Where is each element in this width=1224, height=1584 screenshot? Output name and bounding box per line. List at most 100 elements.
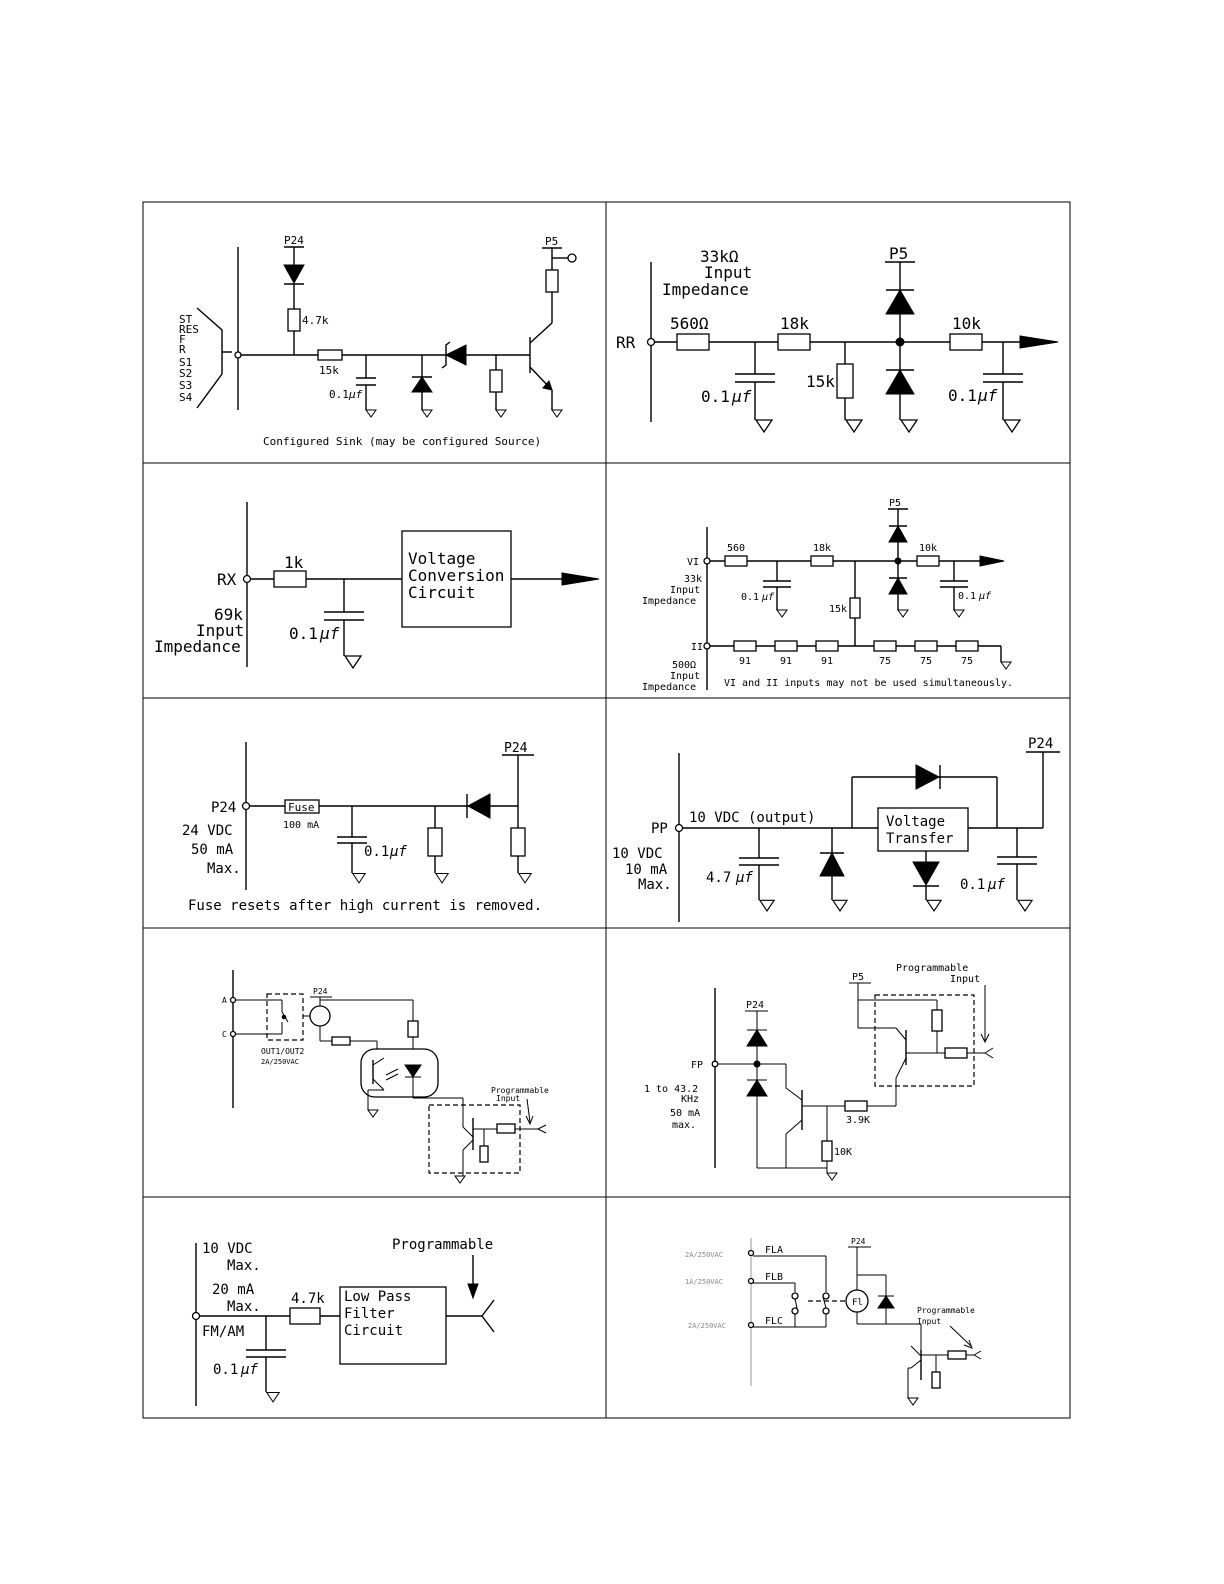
resistor-icon	[407, 1020, 419, 1038]
panel-pp-output: PP 10 VDC (output) 10 VDC 10 mA Max. 4.7…	[612, 736, 1060, 922]
ground-icon	[421, 409, 433, 418]
led-icon	[404, 1064, 422, 1078]
ii-impedance-label: Impedance	[642, 682, 696, 693]
resistor-icon	[510, 827, 526, 857]
block-line1: Voltage	[886, 814, 945, 830]
panel4-note: VI and II inputs may not be used simulta…	[724, 678, 1013, 689]
vi-impedance-input: Input	[670, 585, 700, 596]
r1-label: 1k	[284, 553, 304, 572]
impedance-input: Input	[196, 621, 244, 640]
output-arrow-icon	[979, 555, 1005, 567]
panel5-caption: Fuse resets after high current is remove…	[188, 898, 542, 914]
spec-max: max.	[672, 1120, 696, 1131]
spec-max-1: Max.	[227, 1258, 261, 1274]
optocoupler-box	[360, 1048, 439, 1098]
terminal-pp: PP	[651, 821, 668, 837]
terminal-flc: FLC	[765, 1316, 783, 1327]
cap1-unit: μf	[731, 387, 752, 406]
spec-current: 20 mA	[212, 1282, 255, 1298]
ground-icon	[1017, 899, 1033, 912]
spec-voltage: 10 VDC	[612, 846, 663, 862]
resistor-icon	[777, 333, 811, 351]
panel-fp-output: FP 1 to 43.2 KHz 50 mA max. P24 3.9K 10K…	[644, 963, 994, 1181]
terminal-a: A	[222, 996, 227, 1005]
r2-label: 10K	[834, 1147, 852, 1158]
input-res: RES	[179, 323, 199, 336]
spec-current: 10 mA	[625, 862, 668, 878]
prog-label: Programmable	[392, 1237, 493, 1253]
ground-icon	[266, 1391, 280, 1403]
panel-rr-input: RR 33kΩ Input Impedance 560Ω 0.1 μf 18k …	[616, 244, 1059, 433]
supply-p5: P5	[889, 498, 901, 509]
ground-icon	[926, 899, 942, 912]
ground-icon	[832, 899, 848, 912]
terminal-flb: FLB	[765, 1272, 783, 1283]
diode-icon	[888, 576, 908, 595]
diode-icon	[283, 264, 305, 285]
r3-label: 15k	[806, 372, 835, 391]
resistor-icon	[836, 363, 854, 399]
relay-box	[266, 993, 304, 1041]
resistor-icon	[273, 570, 307, 588]
resistor-icon	[914, 640, 938, 652]
panel-sink-inputs: ST RES F R S1 S2 S3 S4 P24 4.7k 15k 0.1 …	[179, 234, 577, 448]
resistor-icon	[427, 827, 443, 857]
chain-r5: 75	[920, 656, 932, 667]
terminal-fm-am: FM/AM	[202, 1324, 244, 1340]
panel-grid	[142, 201, 1071, 1419]
spec-max: Max.	[638, 877, 672, 893]
resistor-icon	[944, 1047, 968, 1059]
resistor-icon	[774, 640, 798, 652]
spec-current: 50 mA	[670, 1108, 700, 1119]
programmable-input-box	[428, 1104, 521, 1174]
panel-fm-am-output: 10 VDC Max. 20 mA Max. FM/AM 4.7k 0.1 μf…	[191, 1237, 495, 1406]
supply-p24: P24	[851, 1237, 866, 1246]
resistor-icon	[947, 1350, 967, 1360]
prog-input-label: Input	[950, 974, 980, 985]
panel-fault-relay: 2A/250VAC 1A/250VAC 2A/250VAC FLA FLB FL…	[685, 1237, 982, 1406]
spec-current: 50 mA	[191, 842, 234, 858]
ground-icon	[518, 872, 532, 884]
impedance-label: Impedance	[154, 637, 241, 656]
cap1-unit: μf	[761, 592, 775, 603]
voltage-transfer-block	[877, 807, 969, 852]
cap2-value: 0.1	[960, 877, 985, 893]
resistor-icon	[955, 640, 979, 652]
diode-icon	[466, 793, 491, 819]
block-line2: Conversion	[408, 566, 504, 585]
fla-rating: 2A/250VAC	[685, 1251, 723, 1259]
ground-icon	[826, 1172, 838, 1181]
diode-icon	[915, 764, 941, 790]
ground-icon	[551, 409, 563, 418]
spec-max: Max.	[207, 861, 241, 877]
chain-r4: 75	[879, 656, 891, 667]
ground-icon	[365, 409, 377, 418]
impedance-value: 33kΩ	[700, 247, 739, 266]
terminal-ii: II	[691, 642, 703, 653]
input-f: F	[179, 333, 186, 346]
resistor-icon	[479, 1145, 489, 1163]
block-line1: Low Pass	[344, 1289, 411, 1305]
diode-icon	[885, 289, 915, 315]
r15k-label: 15k	[829, 604, 847, 615]
cap2-unit: μf	[977, 386, 998, 405]
resistor-icon	[289, 1307, 321, 1325]
cap-unit: μf	[240, 1362, 258, 1378]
relay-coil-label: Fl	[852, 1298, 863, 1308]
ground-icon	[845, 419, 863, 433]
r10k-label: 10k	[919, 543, 937, 554]
ii-impedance-input: Input	[670, 671, 700, 682]
resistor-icon	[733, 640, 757, 652]
ground-icon	[900, 419, 918, 433]
resistor-icon	[931, 1371, 941, 1389]
resistor-icon	[331, 1036, 351, 1046]
cap-unit: μf	[348, 388, 363, 401]
panel-rx-input: RX 1k 0.1 μf 69k Input Impedance Voltage…	[154, 502, 600, 669]
cap-value: 0.1	[289, 624, 318, 643]
low-pass-filter-block	[339, 1286, 447, 1365]
impedance-value: 69k	[214, 605, 243, 624]
ground-icon	[352, 872, 366, 884]
input-s2: S2	[179, 367, 192, 380]
prog-label: Programmable	[491, 1086, 549, 1095]
